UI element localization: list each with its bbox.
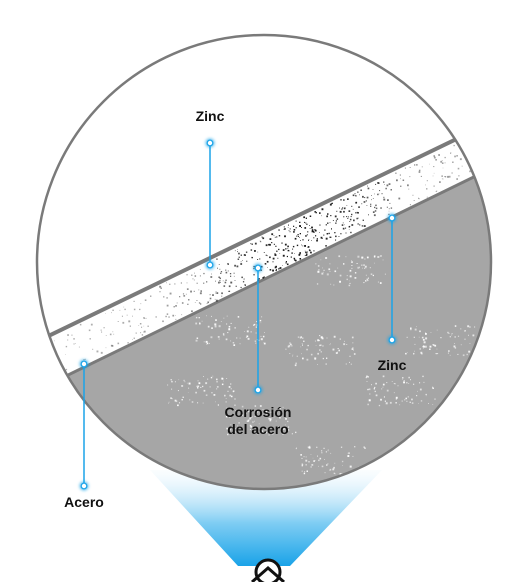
label-zinc-right: Zinc [377,357,407,373]
label-steel: Acero [64,494,104,510]
callout-corrosion [254,264,262,394]
strip-top-border [37,102,491,371]
callout-zinc-right [388,214,396,344]
callout-zinc-top [206,139,214,269]
label-corrosion: Corrosión del acero [224,404,292,437]
callout-steel [80,360,88,490]
label-zinc-top: Zinc [195,108,225,124]
steel-specks [167,255,489,476]
magnifier-beam [150,470,382,566]
magnifier-circle [35,33,493,491]
strip-bottom-border [37,148,491,420]
magnifier-lens-icon [251,558,285,582]
